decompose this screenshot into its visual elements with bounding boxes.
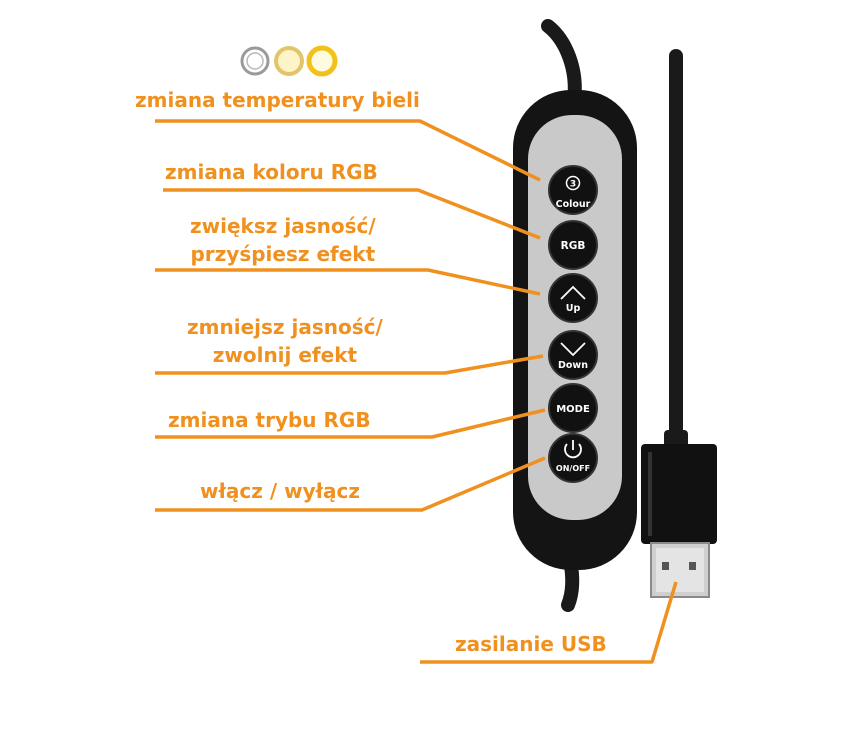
cable-top (541, 19, 582, 107)
warm-white-ring-icon (274, 46, 304, 76)
label-power-toggle: włącz / wyłącz (200, 479, 361, 503)
label-usb-power: zasilanie USB (455, 632, 607, 656)
label-rgb-color-change: zmiana koloru RGB (165, 160, 378, 184)
onoff-button-label: ON/OFF (556, 464, 590, 473)
rgb-button-label: RGB (561, 240, 586, 252)
callout-power (155, 456, 546, 512)
number-badge-icon (565, 175, 581, 191)
usb-hole-right (689, 562, 696, 570)
callout-mode (155, 408, 546, 439)
callout-temperature (155, 119, 541, 182)
chevron-down-icon (560, 342, 586, 357)
label-temperature-change: zmiana temperatury bieli (135, 88, 420, 112)
callout-rgb-color (163, 188, 541, 240)
label-mode-change: zmiana trybu RGB (168, 408, 371, 432)
down-button-label: Down (558, 360, 588, 371)
white-temperature-icons (240, 45, 338, 77)
yellow-ring-icon (306, 45, 338, 77)
label-brightness-up: zwiększ jasność/ przyśpiesz efekt (190, 212, 376, 268)
label-brightness-down-line2: zwolnij efekt (212, 343, 358, 367)
usb-housing-highlight (648, 452, 652, 536)
onoff-button[interactable]: ON/OFF (548, 433, 598, 483)
colour-button-label: Colour (556, 199, 591, 210)
colour-button[interactable]: 3 Colour (548, 165, 598, 215)
chevron-up-icon (560, 285, 586, 300)
callout-usb (420, 581, 678, 664)
down-button[interactable]: Down (548, 330, 598, 380)
usb-housing (641, 444, 717, 544)
label-brightness-up-line2: przyśpiesz efekt (190, 242, 376, 266)
up-button-label: Up (566, 303, 581, 314)
colour-number: 3 (570, 180, 576, 190)
callout-brightness-up (155, 268, 541, 296)
mode-button[interactable]: MODE (548, 383, 598, 433)
usb-hole-left (662, 562, 669, 570)
callout-lines (155, 119, 678, 664)
mode-button-label: MODE (556, 404, 590, 415)
power-icon (564, 443, 582, 459)
white-ring-inner (246, 52, 264, 70)
up-button[interactable]: Up (548, 273, 598, 323)
label-brightness-down-line1: zmniejsz jasność/ (187, 315, 383, 339)
label-brightness-up-line1: zwiększ jasność/ (190, 214, 376, 238)
callout-brightness-down (155, 354, 544, 375)
rgb-button[interactable]: RGB (548, 220, 598, 270)
usb-plug (641, 430, 717, 598)
label-brightness-down: zmniejsz jasność/ zwolnij efekt (187, 313, 383, 369)
